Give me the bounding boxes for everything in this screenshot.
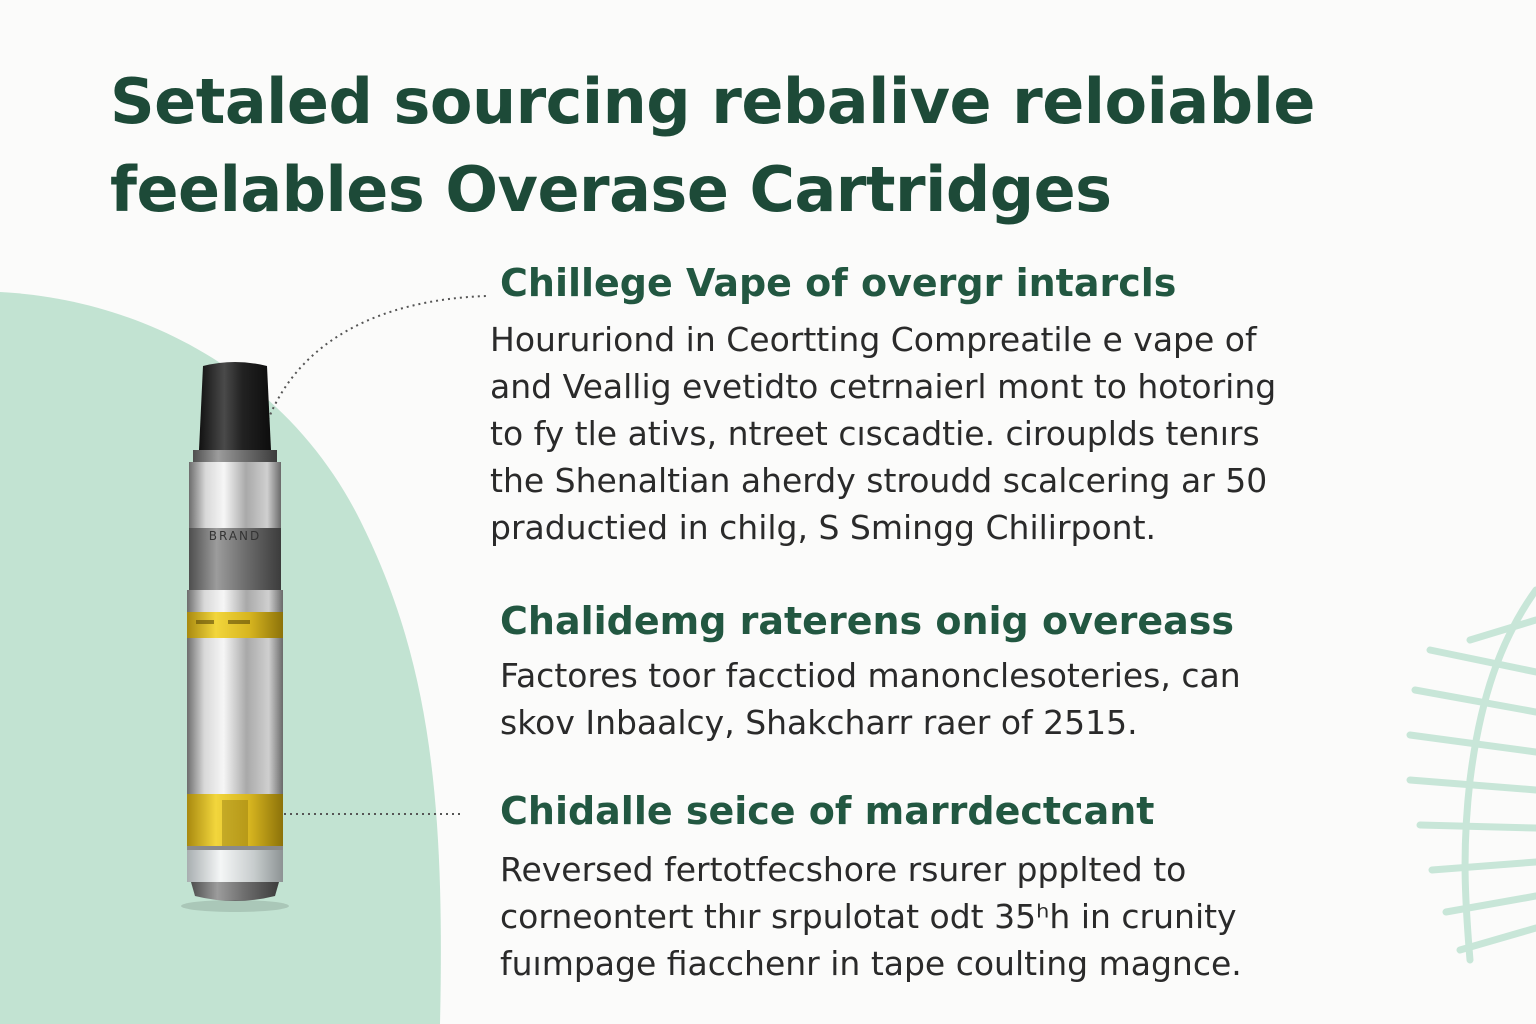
section-1-heading: Chillege Vape of overgr intarcls bbox=[500, 261, 1177, 305]
section-1-body: Houruriond in Ceortting Compreatile e va… bbox=[490, 316, 1450, 551]
section-2-line: Factores toor facctiod manonclesoteries,… bbox=[500, 656, 1241, 695]
cartridge-collar bbox=[193, 450, 277, 462]
cartridge-ring bbox=[187, 590, 283, 612]
section-1-line: to fy tle ativs, ntreet cıscadtie. cirou… bbox=[490, 414, 1260, 453]
palm-leaf-icon bbox=[1406, 586, 1536, 964]
section-1-line: Houruriond in Ceortting Compreatile e va… bbox=[490, 320, 1257, 359]
section-2-heading: Chalidemg raterens onig overeass bbox=[500, 599, 1235, 643]
section-3-line: Reversed fertotfecshore rsurer ppplted t… bbox=[500, 850, 1187, 889]
cartridge-brand-label: BRAND bbox=[209, 529, 262, 543]
cartridge-glass-base bbox=[187, 846, 283, 882]
section-1-line: the Shenaltian aherdy stroudd scalcering… bbox=[490, 461, 1268, 500]
section-2-line: skov Inbaalcy, Shakcharr raer of 2515. bbox=[500, 703, 1138, 742]
cartridge-lower-body bbox=[187, 638, 283, 794]
section-3: Chidalle seice of marrdectcant Reversed … bbox=[500, 786, 1460, 987]
cartridge-connector bbox=[191, 882, 279, 901]
section-2-body: Factores toor facctiod manonclesoteries,… bbox=[500, 652, 1460, 746]
section-1-line: praductied in chilg, S Smingg Chilirpont… bbox=[490, 508, 1156, 547]
cartridge-mouthpiece bbox=[199, 362, 271, 450]
page-title: Setaled sourcing rebalive reloiable feel… bbox=[110, 58, 1450, 234]
title-line-2: feelables Overase Cartridges bbox=[110, 153, 1112, 226]
section-3-line: fuımpage fiacchenr in tape coulting magn… bbox=[500, 944, 1242, 983]
section-2: Chalidemg raterens onig overeass Factore… bbox=[500, 596, 1460, 746]
title-line-1: Setaled sourcing rebalive reloiable bbox=[110, 65, 1315, 138]
oil-band bbox=[187, 612, 283, 638]
cartridge-band bbox=[189, 528, 281, 544]
section-3-heading: Chidalle seice of marrdectcant bbox=[500, 789, 1155, 833]
section-1-line: and Veallig evetidto cetrnaierl mont to … bbox=[490, 367, 1277, 406]
cartridge-window bbox=[189, 544, 281, 590]
leader-line-top bbox=[267, 295, 487, 421]
section-3-line: corneontert thır srpulotat odt 35ʰh in c… bbox=[500, 897, 1237, 936]
section-3-body: Reversed fertotfecshore rsurer ppplted t… bbox=[500, 846, 1460, 987]
section-1: Chillege Vape of overgr intarcls Houruri… bbox=[490, 258, 1450, 551]
cartridge-upper-body bbox=[189, 462, 281, 528]
oil-reservoir bbox=[187, 794, 283, 846]
